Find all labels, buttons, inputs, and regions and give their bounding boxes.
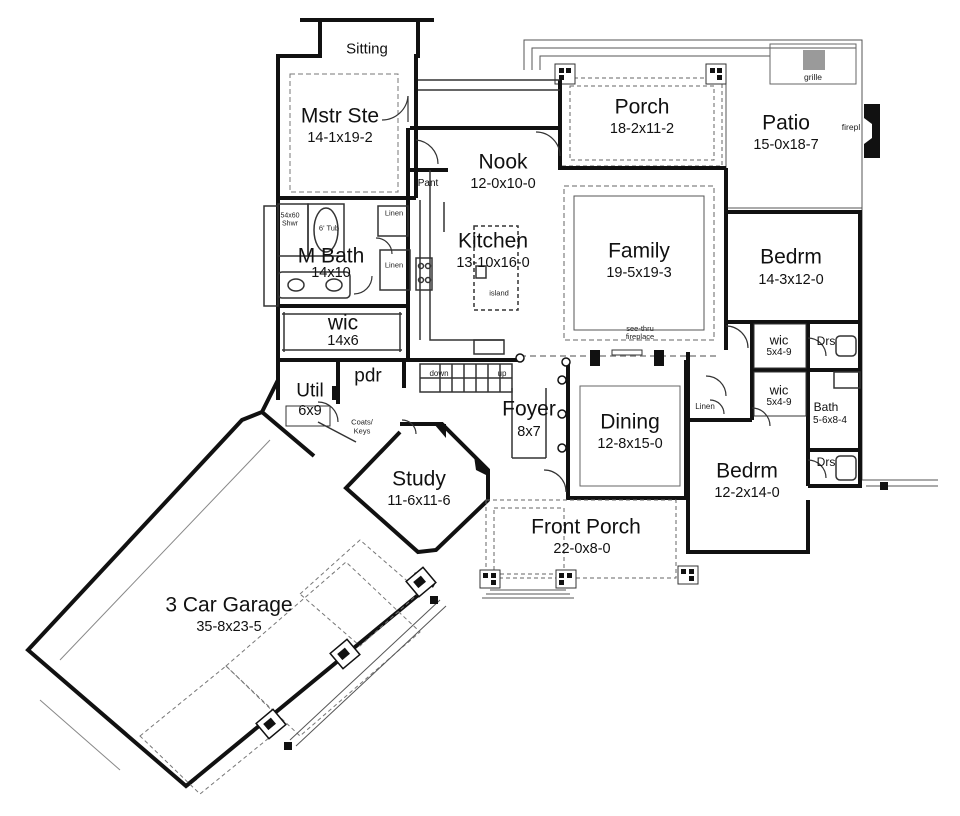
note-grille: grille — [804, 71, 822, 82]
room-dim-mstr-ste: 14-1x19-2 — [307, 129, 373, 146]
note-drs-1: Drs — [816, 334, 836, 348]
garage-door-hatching — [289, 599, 447, 747]
room-dim-bedrm-2: 12-2x14-0 — [714, 484, 780, 501]
interior-walls — [263, 73, 861, 487]
note-linen-2: Linen — [384, 260, 404, 270]
front-porch-outline — [485, 499, 677, 579]
note-pant: Pant — [417, 178, 439, 189]
room-dim-kitchen: 13-10x16-0 — [456, 254, 530, 271]
porch-columns — [554, 63, 727, 85]
room-name-bedrm-1: Bedrm — [760, 245, 822, 269]
porch-steps — [482, 589, 574, 599]
room-name-foyer: Foyer — [502, 397, 556, 421]
room-name-pdr: pdr — [354, 365, 382, 387]
room-name-study: Study — [392, 467, 446, 491]
room-name-garage: 3 Car Garage — [165, 593, 293, 617]
exterior-walls — [25, 18, 862, 789]
note-up: up — [497, 369, 507, 378]
room-name-sitting: Sitting — [346, 40, 388, 58]
interior-columns — [515, 353, 571, 453]
grille — [769, 43, 857, 85]
room-dim-foyer: 8x7 — [517, 423, 541, 440]
room-name-util: Util — [296, 380, 324, 402]
room-name-wic-3: wic — [769, 382, 789, 398]
note-shwr: 54x60 Shwr — [280, 212, 300, 227]
room-name-patio: Patio — [762, 111, 810, 135]
room-dim-study: 11-6x11-6 — [387, 492, 451, 509]
garage-columns — [255, 482, 888, 750]
room-dim-dining: 12-8x15-0 — [597, 435, 663, 452]
note-tub: 6' Tub — [318, 223, 340, 233]
room-name-front-porch: Front Porch — [531, 515, 641, 539]
note-coats-keys: Coats/ Keys — [351, 417, 373, 435]
room-dim-bedrm-1: 14-3x12-0 — [758, 271, 824, 288]
room-name-kitchen: Kitchen — [457, 229, 529, 253]
garage-slab-lines — [39, 439, 271, 771]
fireplace-icon — [864, 104, 880, 158]
room-dim-bath: 5-6x8-4 — [813, 415, 847, 426]
room-dim-front-porch: 22-0x8-0 — [553, 540, 611, 557]
note-down: down — [429, 369, 449, 378]
room-dim-wic-3: 5x4-9 — [766, 397, 792, 408]
room-dim-nook: 12-0x10-0 — [470, 175, 536, 192]
note-firepl: firepl — [841, 121, 861, 132]
note-island: island — [489, 288, 509, 298]
room-name-nook: Nook — [478, 150, 528, 174]
front-porch-columns — [479, 565, 699, 589]
note-linen-1: Linen — [384, 208, 404, 218]
door-swings — [317, 95, 827, 493]
room-name-wic-1: wic — [327, 311, 359, 335]
room-name-wic-2: wic — [769, 332, 789, 348]
room-dim-wic-1: 14x6 — [327, 332, 359, 349]
room-name-bath: Bath — [813, 400, 839, 414]
room-dim-porch: 18-2x11-2 — [609, 120, 675, 137]
room-name-bedrm-2: Bedrm — [716, 459, 778, 483]
study-details — [434, 424, 488, 476]
note-linen-3: Linen — [695, 402, 715, 411]
room-name-m-bath: M Bath — [297, 244, 365, 268]
note-fireplace: see-thru fireplace — [625, 324, 655, 341]
room-name-porch: Porch — [614, 95, 670, 119]
note-drs-2: Drs — [816, 455, 836, 469]
room-name-dining: Dining — [600, 410, 660, 434]
room-name-mstr-ste: Mstr Ste — [300, 104, 380, 128]
room-dim-family: 19-5x19-3 — [606, 264, 672, 281]
room-dim-util: 6x9 — [298, 402, 322, 419]
garage-details — [139, 539, 421, 795]
fireplace-icon — [590, 349, 664, 366]
room-dim-m-bath: 14x10 — [311, 264, 351, 281]
room-name-family: Family — [608, 239, 670, 263]
room-dim-wic-2: 5x4-9 — [766, 347, 792, 358]
room-dim-garage: 35-8x23-5 — [196, 618, 262, 635]
room-dim-patio: 15-0x18-7 — [753, 136, 819, 153]
